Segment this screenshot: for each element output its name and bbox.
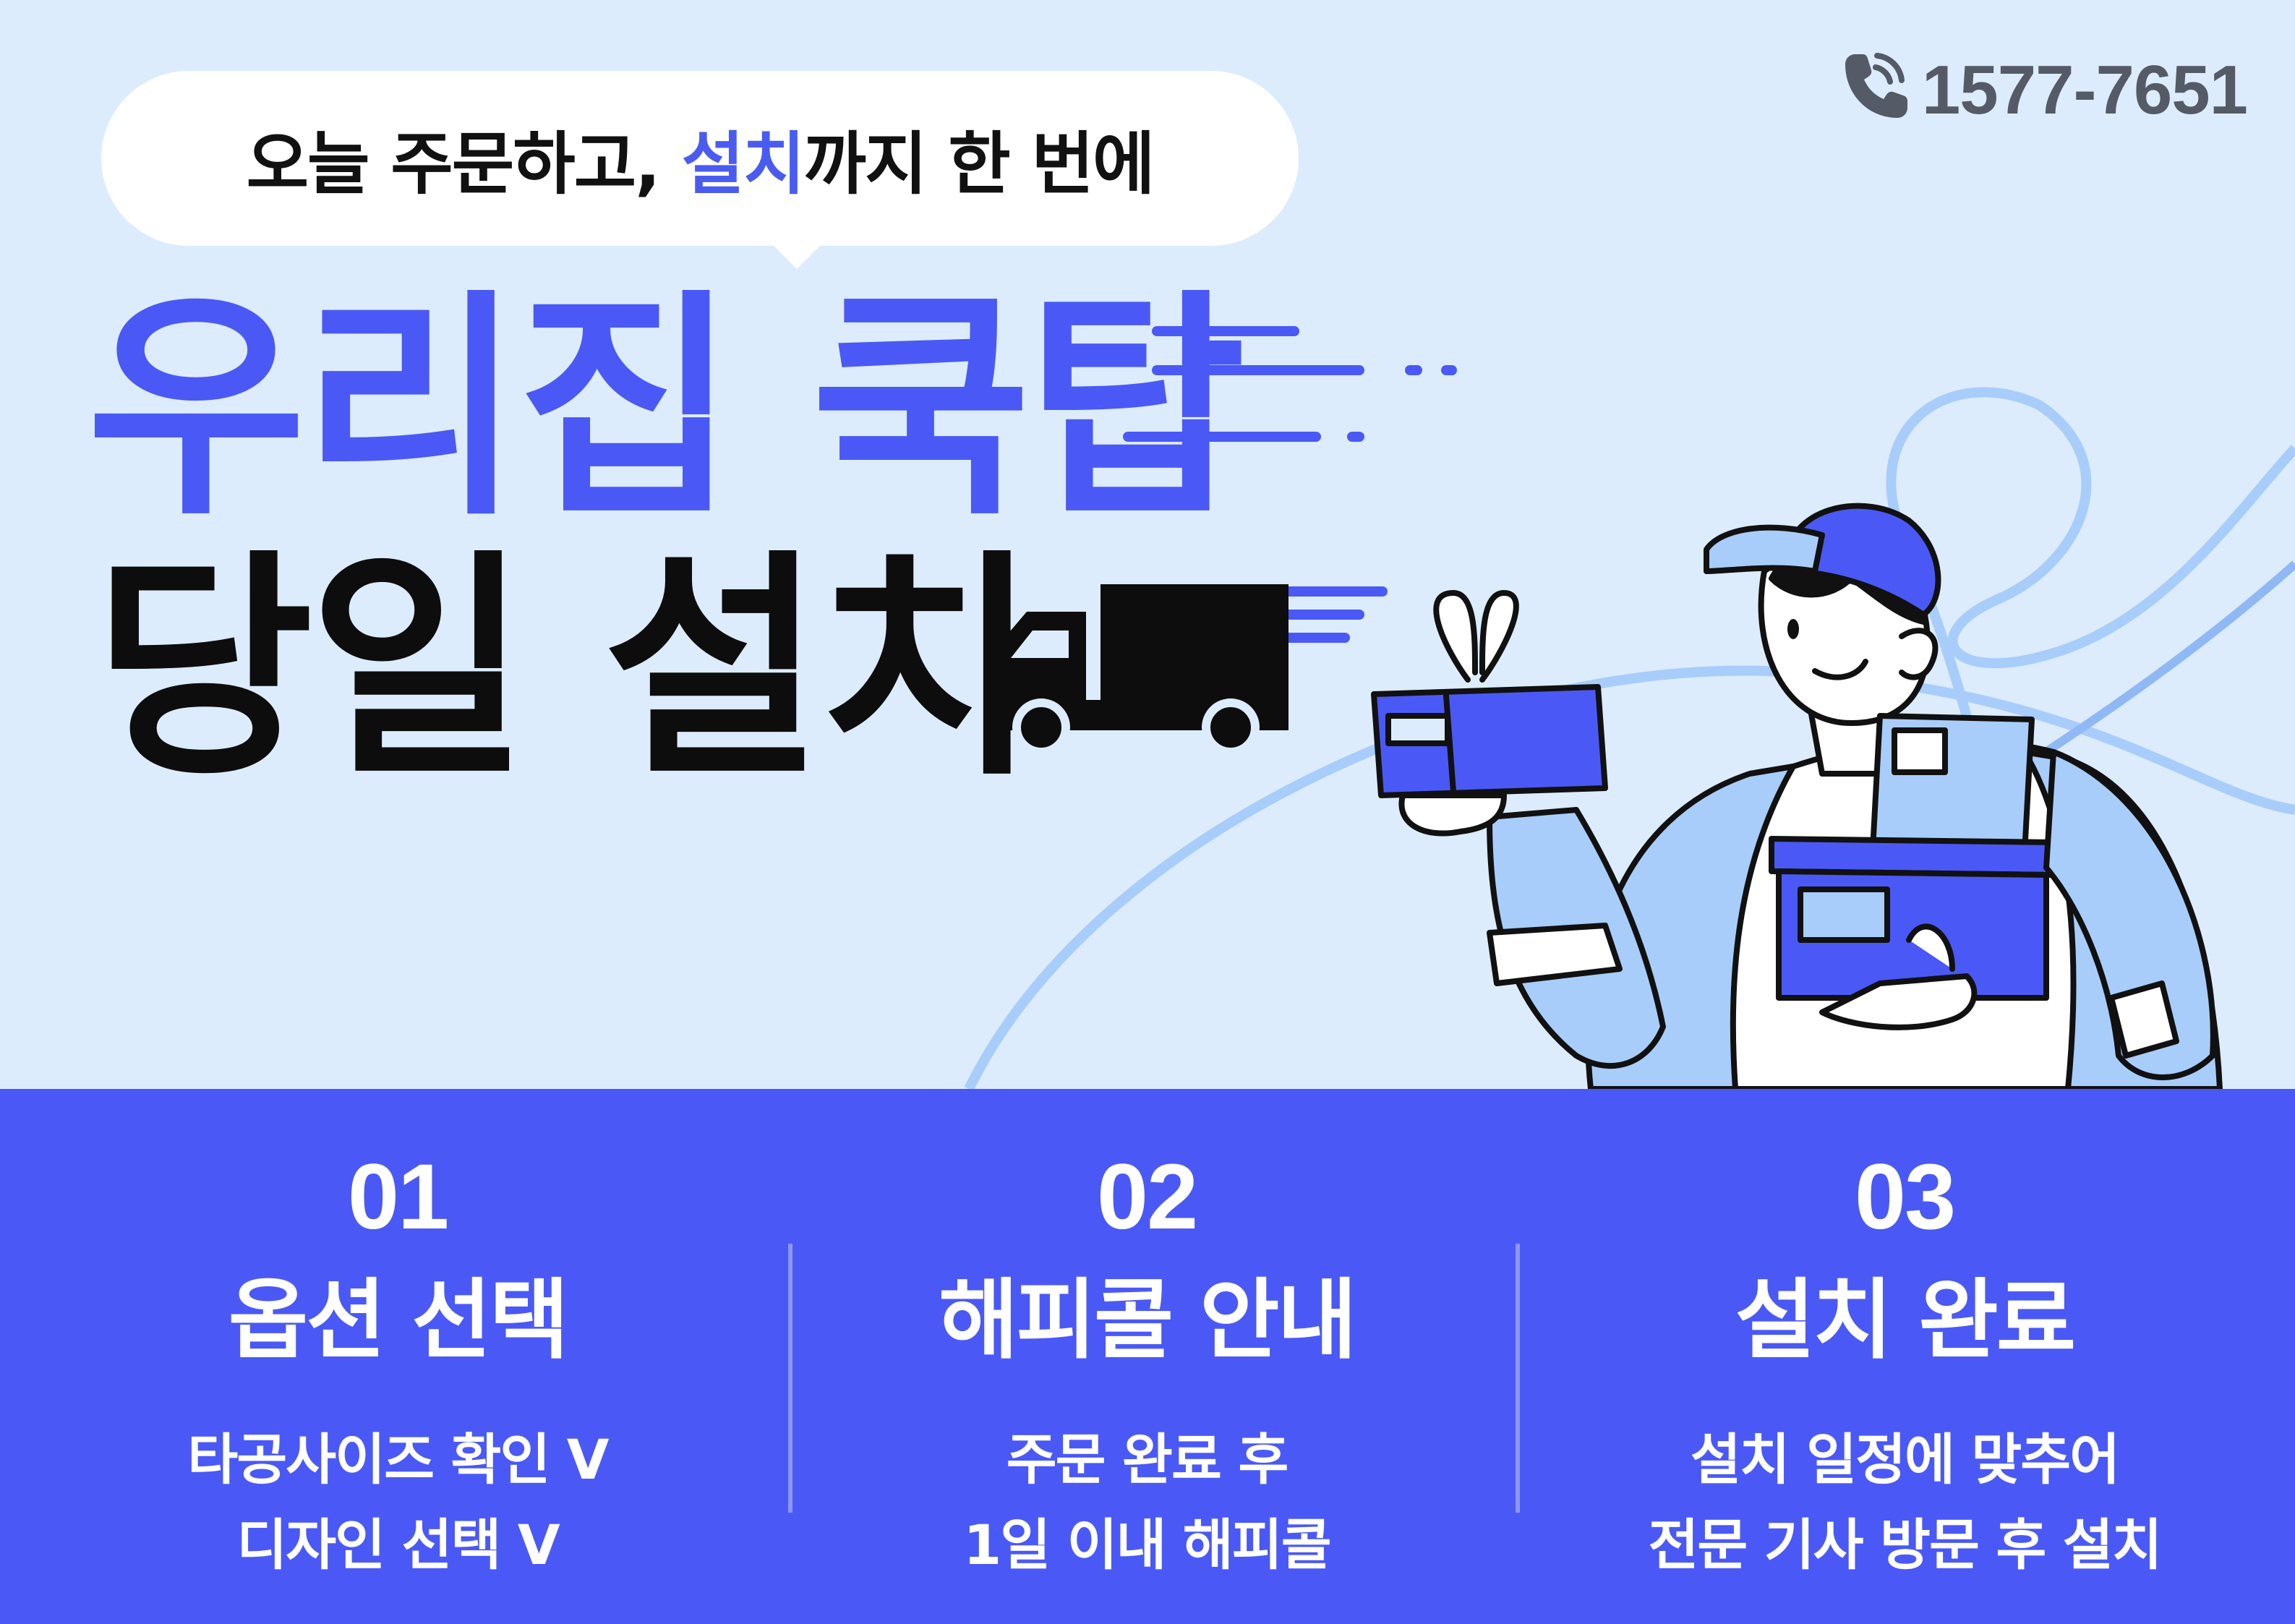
step-desc-line1: 설치 일정에 맞추어 [1690,1427,2120,1492]
step-desc-line1: 타공사이즈 확인 V [187,1427,609,1492]
step-description: 타공사이즈 확인 V 디자인 선택 V [22,1417,774,1588]
delivery-man-illustration [1371,503,2223,1089]
steps-panel: 01 옵션 선택 타공사이즈 확인 V 디자인 선택 V 02 해피콜 안내 주… [0,1089,2295,1624]
step-description: 주문 완료 후 1일 이내 해피콜 [771,1417,1523,1588]
delivery-truck-icon [993,584,1288,752]
headline-line1: 우리집 쿡탑 [87,270,1246,547]
step-divider [1516,1244,1520,1513]
phone-number: 1577-7651 [1921,51,2248,129]
step-3: 03 설치 완료 설치 일정에 맞추어 전문 기사 방문 후 설치 [1529,1089,2281,1588]
bubble-text-after: 까지 한 번에 [803,125,1155,204]
bubble-tail [772,244,821,269]
step-description: 설치 일정에 맞추어 전문 기사 방문 후 설치 [1529,1417,2281,1588]
step-number: 02 [1096,1145,1198,1249]
step-1: 01 옵션 선택 타공사이즈 확인 V 디자인 선택 V [22,1089,774,1588]
step-title: 해피콜 안내 [939,1270,1357,1371]
phone-icon [1832,43,1912,139]
step-number: 03 [1854,1145,1956,1249]
headline-line2: 당일 설치 [94,530,1038,808]
step-desc-line2: 디자인 선택 V [236,1513,560,1577]
step-desc-line2: 전문 기사 방문 후 설치 [1648,1513,2162,1577]
step-title: 설치 완료 [1735,1270,2076,1371]
bubble-highlight: 설치 [681,125,805,204]
phone-contact[interactable]: 1577-7651 [1832,51,2248,130]
step-divider [788,1244,792,1513]
step-desc-line1: 주문 완료 후 [1006,1427,1289,1492]
bubble-text-before: 오늘 주문하고, [246,125,682,204]
step-title: 옵션 선택 [228,1270,569,1371]
speed-lines [1123,326,1457,643]
step-number: 01 [347,1145,449,1249]
step-2: 02 해피콜 안내 주문 완료 후 1일 이내 해피콜 [771,1089,1523,1588]
step-desc-line2: 1일 이내 해피콜 [963,1513,1331,1577]
